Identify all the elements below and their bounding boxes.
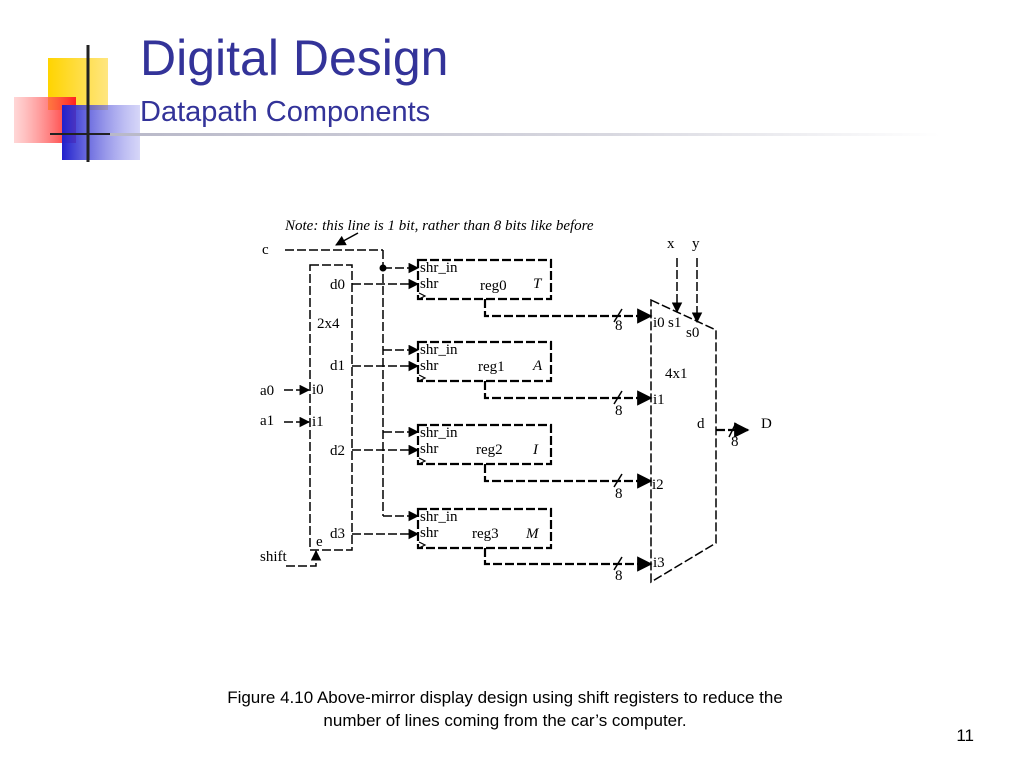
register-shr-in-label: shr_in xyxy=(420,260,458,276)
decoder-d2-label: d2 xyxy=(330,443,345,459)
page-number: 11 xyxy=(956,726,974,745)
note-arrow xyxy=(335,232,359,246)
input-x-label: x xyxy=(667,236,675,252)
caption-line-1: Figure 4.10 Above-mirror display design … xyxy=(227,688,783,707)
register-shr-in-label: shr_in xyxy=(420,425,458,441)
register-box xyxy=(416,507,553,550)
register-box xyxy=(416,258,553,301)
slide-subtitle: Datapath Components xyxy=(140,96,431,128)
mux-4x1: i0 s1 s0 4x1 i1 i2 i3 d xyxy=(650,298,717,584)
mux-s1-label: s1 xyxy=(668,315,681,331)
decoder-2x4: 2x4 i0 i1 d0 d1 d2 d3 e xyxy=(309,264,353,551)
register-shr-label: shr xyxy=(420,441,438,457)
mux-s0-label: s0 xyxy=(686,325,699,341)
register-box xyxy=(416,340,553,383)
decoder-e-label: e xyxy=(316,534,323,550)
c-junction-dot xyxy=(379,264,387,272)
bus-width-label: 8 xyxy=(731,434,739,450)
input-a0-label: a0 xyxy=(260,383,274,399)
decoder-i1-label: i1 xyxy=(312,414,324,430)
slide-title: Digital Design xyxy=(140,30,449,86)
mux-i3-label: i3 xyxy=(653,555,665,571)
figure-caption: Figure 4.10 Above-mirror display design … xyxy=(150,686,860,732)
mux-body xyxy=(650,298,717,584)
register-name: reg3 xyxy=(472,526,499,542)
register-shr-in-label: shr_in xyxy=(420,509,458,525)
register-content-label: I xyxy=(532,442,539,458)
title-divider xyxy=(110,133,940,136)
decoder-box xyxy=(309,264,353,551)
register-content-label: T xyxy=(533,276,543,292)
input-shift-label: shift xyxy=(260,549,288,565)
register-content-label: A xyxy=(532,358,543,374)
mux-d-label: d xyxy=(697,416,705,432)
c-line xyxy=(285,249,420,522)
bus-width-label: 8 xyxy=(615,318,623,334)
register-box xyxy=(416,423,553,466)
output-D-label: D xyxy=(761,416,772,432)
register-name: reg2 xyxy=(476,442,503,458)
mux-select-wires xyxy=(671,258,703,324)
register-shr-in-label: shr_in xyxy=(420,342,458,358)
caption-line-2: number of lines coming from the car’s co… xyxy=(323,711,687,730)
register-shr-label: shr xyxy=(420,525,438,541)
mux-i2-label: i2 xyxy=(652,477,664,493)
register-name: reg1 xyxy=(478,359,505,375)
register-reg2: shr_in shr reg2 I xyxy=(416,423,553,466)
register-shr-label: shr xyxy=(420,358,438,374)
input-y-label: y xyxy=(692,236,700,252)
decoder-name: 2x4 xyxy=(317,316,340,332)
register-clock-marks xyxy=(418,292,427,549)
register-reg3: shr_in shr reg3 M xyxy=(416,507,553,550)
bus-width-label: 8 xyxy=(615,486,623,502)
bus-width-slashes xyxy=(613,308,737,571)
register-output-buses xyxy=(483,299,653,572)
mux-i0-label: i0 xyxy=(653,315,665,331)
decoder-i0-label: i0 xyxy=(312,382,324,398)
mux-name: 4x1 xyxy=(665,366,688,382)
decoder-input-wires xyxy=(284,384,322,567)
register-name: reg0 xyxy=(480,278,507,294)
register-shr-label: shr xyxy=(420,276,438,292)
bus-width-label: 8 xyxy=(615,403,623,419)
note-text: Note: this line is 1 bit, rather than 8 … xyxy=(284,218,594,234)
decoder-output-wires xyxy=(352,278,420,540)
bus-width-label: 8 xyxy=(615,568,623,584)
mux-i1-label: i1 xyxy=(653,392,665,408)
register-reg0: shr_in shr reg0 T xyxy=(416,258,553,301)
register-content-label: M xyxy=(525,526,540,542)
input-c-label: c xyxy=(262,242,269,258)
input-a1-label: a1 xyxy=(260,413,274,429)
slide-logo xyxy=(14,45,140,162)
decoder-d1-label: d1 xyxy=(330,358,345,374)
decoder-d3-label: d3 xyxy=(330,526,345,542)
register-reg1: shr_in shr reg1 A xyxy=(416,340,553,383)
decoder-d0-label: d0 xyxy=(330,277,345,293)
